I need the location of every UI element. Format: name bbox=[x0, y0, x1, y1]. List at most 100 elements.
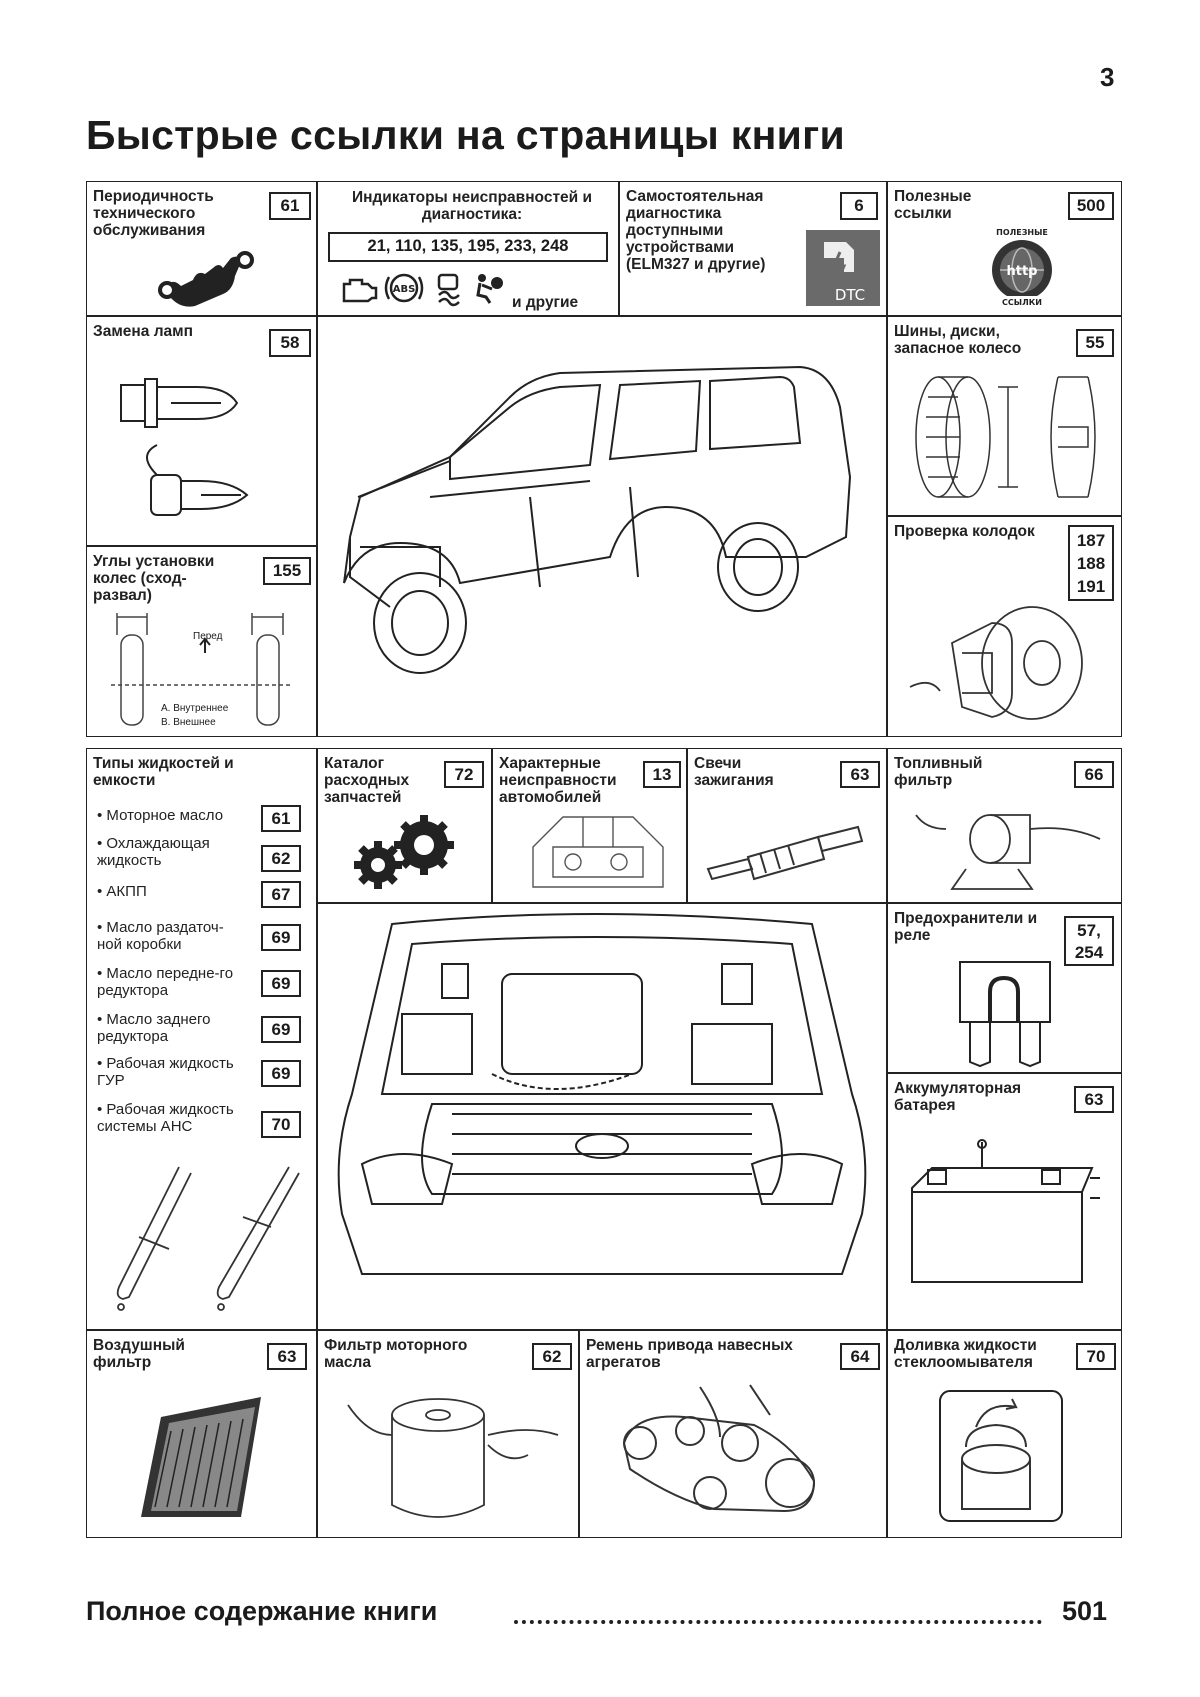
faults-page[interactable]: 13 bbox=[643, 761, 681, 788]
cell-indicators[interactable]: Индикаторы неисправностей и диагностика:… bbox=[317, 181, 619, 316]
indicators-codes[interactable]: 21, 110, 135, 195, 233, 248 bbox=[328, 232, 608, 262]
washer-page[interactable]: 70 bbox=[1076, 1343, 1116, 1370]
oil-filter-illustration bbox=[347, 1398, 559, 1518]
periodic-label: Периодичность технического обслуживания bbox=[93, 188, 214, 239]
wheel-alignment-diagram bbox=[111, 613, 293, 726]
svg-text:ПОЛЕЗНЫЕ: ПОЛЕЗНЫЕ bbox=[996, 228, 1048, 237]
svg-text:DTC: DTC bbox=[835, 286, 865, 304]
abs-icon: ABS bbox=[384, 273, 424, 303]
cell-periodic[interactable]: Периодичность технического обслуживания … bbox=[86, 181, 317, 316]
spark-plug-icon bbox=[706, 825, 864, 881]
fluid-page[interactable]: 67 bbox=[261, 881, 301, 908]
plugs-label: Свечи зажигания bbox=[694, 755, 774, 789]
fluid-page[interactable]: 61 bbox=[261, 805, 301, 832]
globe-link-icon: ПОЛЕЗНЫЕ http ССЫЛКИ bbox=[990, 226, 1054, 307]
useful-page[interactable]: 500 bbox=[1068, 192, 1114, 220]
cell-lamps[interactable]: Замена ламп 58 bbox=[86, 316, 317, 546]
fluid-page[interactable]: 69 bbox=[261, 1016, 301, 1043]
fuse-icon bbox=[959, 961, 1051, 1068]
fluid-item: Охлаждающая жидкость bbox=[97, 835, 227, 869]
svg-text:ABS: ABS bbox=[393, 284, 416, 295]
washer-label: Доливка жидкости стеклоомывателя bbox=[894, 1337, 1037, 1371]
oilfilter-page[interactable]: 62 bbox=[532, 1343, 572, 1370]
oilfilter-label: Фильтр моторного масла bbox=[324, 1337, 468, 1371]
cell-engine bbox=[317, 903, 887, 1330]
cell-alignment[interactable]: Углы установки колес (сход-развал) 155 П… bbox=[86, 546, 317, 737]
brake-caliper-diagram bbox=[909, 606, 1083, 720]
engine-compartment-illustration bbox=[337, 913, 867, 1275]
cell-belt[interactable]: Ремень привода навесных агрегатов 64 bbox=[579, 1330, 887, 1538]
battery-page[interactable]: 63 bbox=[1074, 1086, 1114, 1113]
full-contents-page[interactable]: 501 bbox=[1062, 1596, 1108, 1626]
wrench-hand-icon bbox=[158, 251, 254, 307]
catalog-label: Каталог расходных запчастей bbox=[324, 755, 410, 806]
dtc-icon: DTC bbox=[806, 230, 880, 306]
pads-pages[interactable]: 187 188 191 bbox=[1068, 525, 1114, 601]
fluid-item: Рабочая жидкость ГУР bbox=[97, 1055, 237, 1089]
cell-faults[interactable]: Характерные неисправности автомобилей 13 bbox=[492, 748, 687, 903]
fluid-page[interactable]: 69 bbox=[261, 924, 301, 951]
cell-catalog[interactable]: Каталог расходных запчастей 72 bbox=[317, 748, 492, 903]
airfilter-page[interactable]: 63 bbox=[267, 1343, 307, 1370]
gears-icon bbox=[354, 815, 454, 889]
cell-fuelfilter[interactable]: Топливный фильтр 66 bbox=[887, 748, 1122, 903]
svg-text:http: http bbox=[1007, 264, 1038, 279]
fluid-page[interactable]: 69 bbox=[261, 1060, 301, 1087]
cell-selfdiag[interactable]: Самостоятельная диагностика доступными у… bbox=[619, 181, 887, 316]
airfilter-label: Воздушный фильтр bbox=[93, 1337, 185, 1371]
fuelfilter-label: Топливный фильтр bbox=[894, 755, 983, 789]
lamps-label: Замена ламп bbox=[93, 323, 194, 340]
pads-page-1: 187 bbox=[1076, 531, 1106, 550]
selfdiag-label: Самостоятельная диагностика доступными у… bbox=[626, 188, 766, 273]
fluid-page[interactable]: 70 bbox=[261, 1111, 301, 1138]
fuses-page[interactable]: 57, 254 bbox=[1064, 916, 1114, 966]
engine-icon bbox=[342, 278, 378, 303]
tires-page[interactable]: 55 bbox=[1076, 329, 1114, 357]
cell-vehicle bbox=[317, 316, 887, 737]
battery-icon bbox=[911, 1139, 1100, 1283]
selfdiag-page[interactable]: 6 bbox=[840, 192, 878, 220]
fluid-page[interactable]: 69 bbox=[261, 970, 301, 997]
engine-bay-illustration bbox=[532, 816, 664, 888]
fuses-label: Предохранители и реле bbox=[894, 910, 1038, 944]
cell-airfilter[interactable]: Воздушный фильтр 63 bbox=[86, 1330, 317, 1538]
drive-belt-diagram bbox=[622, 1384, 816, 1513]
fluids-label: Типы жидкостей и емкости bbox=[93, 755, 234, 789]
alignment-page[interactable]: 155 bbox=[263, 557, 311, 585]
cell-tires[interactable]: Шины, диски, запасное колесо 55 bbox=[887, 316, 1122, 516]
indicators-label: Индикаторы неисправностей и диагностика: bbox=[351, 189, 593, 223]
periodic-page[interactable]: 61 bbox=[269, 192, 311, 220]
svg-text:ССЫЛКИ: ССЫЛКИ bbox=[1002, 298, 1042, 307]
plugs-page[interactable]: 63 bbox=[840, 761, 880, 788]
alignment-front-label: Перед bbox=[193, 631, 223, 642]
page-title: Быстрые ссылки на страницы книги bbox=[86, 112, 846, 158]
cell-fuses[interactable]: Предохранители и реле 57, 254 bbox=[887, 903, 1122, 1073]
fluid-page[interactable]: 62 bbox=[261, 845, 301, 872]
cell-washer[interactable]: Доливка жидкости стеклоомывателя 70 bbox=[887, 1330, 1122, 1538]
alignment-label: Углы установки колес (сход-развал) bbox=[93, 553, 215, 604]
pads-page-3: 191 bbox=[1076, 577, 1106, 596]
faults-label: Характерные неисправности автомобилей bbox=[499, 755, 617, 806]
fluid-item: Рабочая жидкость системы АНС bbox=[97, 1101, 257, 1135]
headlamp-bulb-icon bbox=[120, 378, 249, 516]
cell-useful[interactable]: Полезные ссылки 500 ПОЛЕЗНЫЕ http ССЫЛКИ bbox=[887, 181, 1122, 316]
battery-label: Аккумуляторная батарея bbox=[894, 1080, 1022, 1114]
alignment-b-label: В. Внешнее bbox=[161, 717, 216, 728]
fuelfilter-page[interactable]: 66 bbox=[1074, 761, 1114, 788]
pads-page-2: 188 bbox=[1076, 554, 1106, 573]
lamps-page[interactable]: 58 bbox=[269, 329, 311, 357]
cell-battery[interactable]: Аккумуляторная батарея 63 bbox=[887, 1073, 1122, 1330]
alignment-a-label: А. Внутреннее bbox=[161, 703, 229, 714]
fluid-item: Масло заднего редуктора bbox=[97, 1011, 237, 1045]
cell-fluids[interactable]: Типы жидкостей и емкости Моторное масло … bbox=[86, 748, 317, 1330]
useful-label: Полезные ссылки bbox=[894, 188, 972, 222]
catalog-page[interactable]: 72 bbox=[444, 761, 484, 788]
cell-plugs[interactable]: Свечи зажигания 63 bbox=[687, 748, 887, 903]
belt-page[interactable]: 64 bbox=[840, 1343, 880, 1370]
skid-icon bbox=[437, 273, 460, 307]
cell-pads[interactable]: Проверка колодок 187 188 191 bbox=[887, 516, 1122, 737]
cell-oilfilter[interactable]: Фильтр моторного масла 62 bbox=[317, 1330, 579, 1538]
pads-label: Проверка колодок bbox=[894, 523, 1035, 540]
fluid-item: АКПП bbox=[97, 883, 237, 900]
full-contents-link[interactable]: Полное содержание книги bbox=[86, 1596, 438, 1626]
